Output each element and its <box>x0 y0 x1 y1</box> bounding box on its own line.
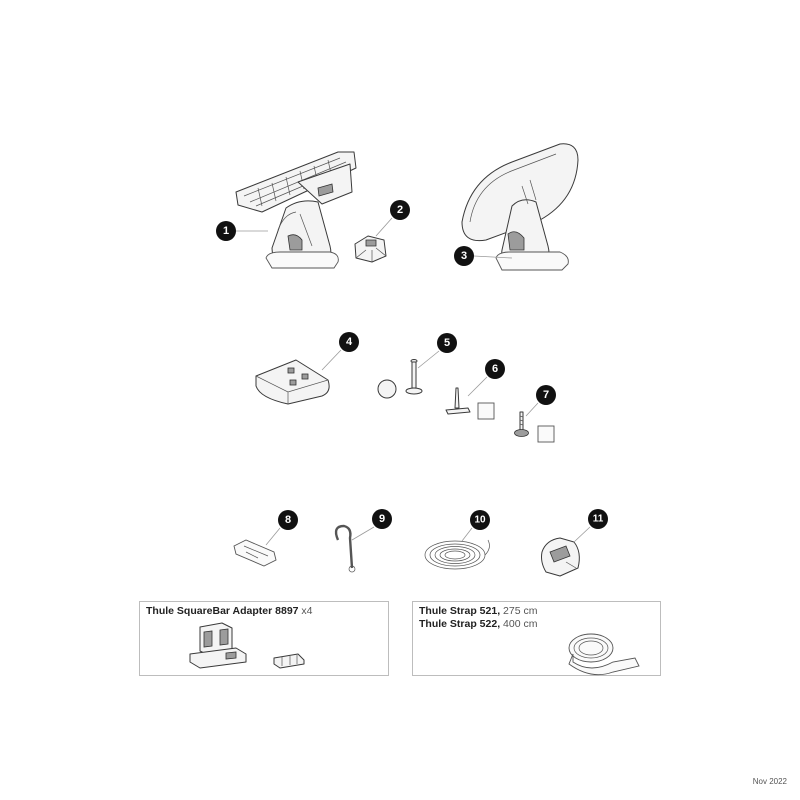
callout-8: 8 <box>278 510 298 530</box>
part-8-clip-illustration <box>233 539 277 567</box>
part-7-screw-illustration <box>514 411 555 443</box>
callout-3: 3 <box>454 246 474 266</box>
callout-5: 5 <box>437 333 457 353</box>
strap-522-length: 400 cm <box>503 618 538 630</box>
revision-date: Nov 2022 <box>752 777 787 786</box>
strap-roll-illustration <box>568 633 640 676</box>
svg-text:10: 10 <box>474 515 486 526</box>
svg-text:8: 8 <box>285 514 291 526</box>
part-5-bolt-illustration <box>377 359 423 399</box>
svg-text:6: 6 <box>492 363 498 375</box>
callout-9: 9 <box>372 509 392 529</box>
callout-2: 2 <box>390 200 410 220</box>
strap-522-name: Thule Strap 522, <box>419 618 501 630</box>
strap-line-1: Thule Strap 521, 275 cm <box>419 605 537 618</box>
part-9-hook-illustration <box>334 524 356 573</box>
svg-text:4: 4 <box>346 336 353 348</box>
svg-text:11: 11 <box>593 514 604 525</box>
svg-text:3: 3 <box>461 250 467 262</box>
callout-4: 4 <box>339 332 359 352</box>
part-1-saddle-illustration <box>235 151 357 269</box>
strap-line-2: Thule Strap 522, 400 cm <box>419 618 537 631</box>
callout-6: 6 <box>485 359 505 379</box>
svg-text:1: 1 <box>223 225 229 237</box>
part-6-tbolt-illustration <box>445 387 495 420</box>
strap-521-length: 275 cm <box>503 605 538 617</box>
svg-text:9: 9 <box>379 513 385 525</box>
callout-10: 10 <box>470 510 490 530</box>
svg-text:5: 5 <box>444 337 450 349</box>
adapter-illustration <box>189 622 305 669</box>
part-3-pad-illustration <box>461 143 579 271</box>
svg-text:2: 2 <box>397 204 403 216</box>
part-2-knob-illustration <box>354 235 387 263</box>
adapter-name: Thule SquareBar Adapter 8897 <box>146 605 299 617</box>
part-10-coil-illustration <box>424 539 490 570</box>
strap-521-name: Thule Strap 521, <box>419 605 501 617</box>
callout-1: 1 <box>216 221 236 241</box>
part-11-buckle-illustration <box>541 537 580 577</box>
part-4-plate-illustration <box>255 359 330 405</box>
svg-text:7: 7 <box>543 389 549 401</box>
strap-box: Thule Strap 521, 275 cm Thule Strap 522,… <box>412 601 661 676</box>
adapter-box-title: Thule SquareBar Adapter 8897 x4 <box>146 605 313 618</box>
callout-11: 11 <box>588 509 608 529</box>
adapter-qty: x4 <box>301 605 313 617</box>
callout-7: 7 <box>536 385 556 405</box>
adapter-box: Thule SquareBar Adapter 8897 x4 <box>139 601 389 676</box>
